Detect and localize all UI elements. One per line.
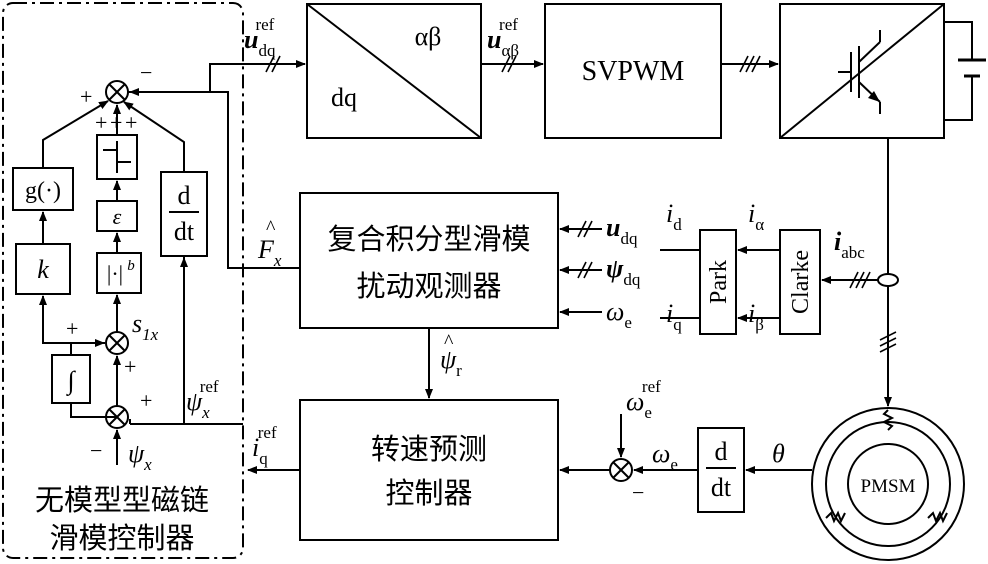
ibeta-label: iβ bbox=[748, 299, 764, 334]
sign-omega-minus: − bbox=[632, 480, 644, 505]
sign-top-minus: − bbox=[140, 60, 152, 85]
g-func-block: g(·) bbox=[12, 167, 74, 211]
flux-controller-label-2: 滑模控制器 bbox=[49, 521, 194, 555]
psix-label: ψx bbox=[128, 439, 152, 474]
sign-psi-minus: − bbox=[90, 438, 102, 463]
deriv-block-right: d dt bbox=[697, 427, 745, 513]
sign-s1x-plus-2: + bbox=[124, 354, 136, 379]
sign-block bbox=[96, 134, 138, 180]
observer-block: 复合积分型滑模 扰动观测器 bbox=[299, 192, 559, 329]
epsilon-block: ε bbox=[96, 200, 138, 232]
g-func-label: g(·) bbox=[25, 178, 61, 204]
igbt-icon bbox=[838, 30, 881, 114]
sign-top-plus-1: + bbox=[80, 84, 92, 109]
inverter-block bbox=[779, 3, 945, 139]
sign-top-plus-2: + bbox=[95, 110, 107, 135]
deriv-right-num: d bbox=[715, 437, 728, 466]
integrator-label: ∫ bbox=[65, 366, 76, 396]
sign-top-plus-4: + bbox=[125, 110, 137, 135]
k-gain-block: k bbox=[15, 243, 71, 295]
speed-label-1: 转速预测 bbox=[371, 432, 487, 466]
iabc-label: iabc bbox=[834, 227, 865, 262]
park-block: Park bbox=[699, 229, 737, 335]
epsilon-label: ε bbox=[113, 204, 122, 229]
observer-label-1: 复合积分型滑模 bbox=[327, 222, 530, 256]
theta-label: θ bbox=[772, 439, 785, 468]
pmsm-label: PMSM bbox=[861, 476, 916, 497]
iq-ref-label: iqref bbox=[252, 423, 277, 468]
abs-power-block: |·| b bbox=[96, 252, 142, 294]
udq-label: udq bbox=[606, 213, 638, 248]
id-label: id bbox=[666, 199, 682, 234]
park-label: Park bbox=[706, 260, 732, 304]
dq-ab-bottom-label: dq bbox=[331, 83, 357, 112]
speed-controller-block: 转速预测 控制器 bbox=[299, 399, 559, 541]
deriv-right-den: dt bbox=[711, 473, 732, 502]
we-ref-label: ωeref bbox=[626, 377, 661, 422]
psir-label: ψr bbox=[440, 345, 462, 380]
speed-label-2: 控制器 bbox=[385, 476, 472, 510]
sign-s1x-plus-1: + bbox=[66, 316, 78, 341]
psir-hat-mark: ^ bbox=[444, 331, 454, 353]
svpwm-label: SVPWM bbox=[582, 56, 685, 87]
svpwm-block: SVPWM bbox=[544, 3, 722, 139]
summing-junction-omega bbox=[609, 458, 633, 482]
abs-label: |·| bbox=[107, 261, 123, 286]
clarke-label: Clarke bbox=[788, 250, 814, 314]
flux-controller-label-1: 无模型型磁链 bbox=[35, 483, 209, 517]
we-obs-label: ωe bbox=[606, 297, 632, 332]
k-gain-label: k bbox=[37, 255, 49, 284]
udq-ref-label: udqref bbox=[244, 15, 276, 60]
fx-hat-mark: ^ bbox=[266, 217, 276, 239]
clarke-block: Clarke bbox=[779, 229, 821, 335]
observer-label-2: 扰动观测器 bbox=[356, 269, 501, 303]
uab-ref-label: uαβref bbox=[487, 15, 519, 60]
sign-psi-plus: + bbox=[140, 388, 152, 413]
psidq-label: ψdq bbox=[606, 254, 641, 289]
bus-marks bbox=[265, 55, 897, 353]
deriv-block-left: d dt bbox=[160, 171, 208, 257]
integrator-block: ∫ bbox=[51, 354, 91, 404]
dq-to-alphabeta-block: αβ dq bbox=[306, 3, 482, 139]
fx-hat-label: Fx bbox=[257, 235, 282, 270]
deriv-left-den: dt bbox=[174, 217, 195, 246]
psix-ref-label: ψxref bbox=[186, 377, 219, 422]
abs-exp-label: b bbox=[127, 258, 135, 274]
ialpha-label: iα bbox=[748, 199, 764, 234]
pmsm-motor: PMSM bbox=[811, 407, 965, 561]
we-label: ωe bbox=[652, 439, 678, 474]
iq-label: iq bbox=[666, 299, 682, 334]
s1x-label: s1x bbox=[132, 309, 159, 344]
deriv-left-num: d bbox=[178, 181, 191, 210]
summing-junction-top bbox=[105, 80, 129, 104]
flux-controller-region bbox=[2, 2, 244, 559]
battery-icon bbox=[944, 21, 986, 121]
summing-junction-s1x bbox=[105, 331, 129, 355]
dq-ab-top-label: αβ bbox=[415, 22, 442, 51]
sign-top-plus-3: + bbox=[110, 110, 122, 135]
